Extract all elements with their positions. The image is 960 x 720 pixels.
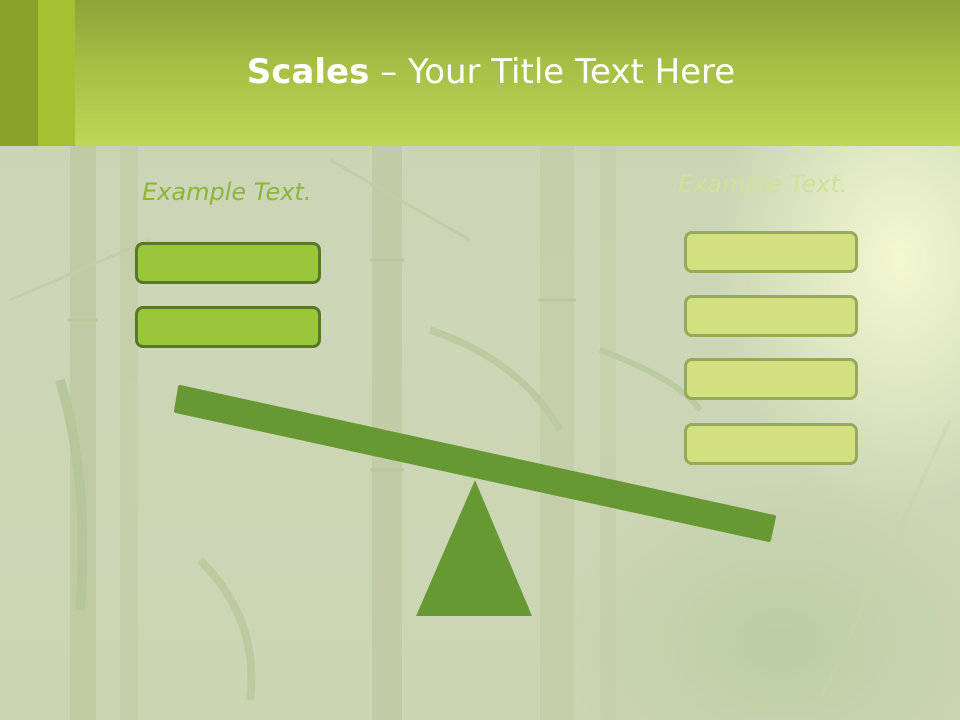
right-weight-box-4 bbox=[684, 423, 858, 465]
title-bold: Scales bbox=[246, 52, 370, 92]
scale-beam bbox=[174, 385, 776, 542]
accent-stripe-dark bbox=[0, 0, 38, 146]
fulcrum-triangle bbox=[416, 480, 532, 616]
left-pan-label: Example Text. bbox=[142, 178, 312, 206]
right-pan-label: Example Text. bbox=[678, 170, 848, 198]
right-weight-box-1 bbox=[684, 231, 858, 273]
left-weight-box-1 bbox=[135, 242, 321, 284]
accent-stripe-light bbox=[38, 0, 75, 146]
right-weight-box-3 bbox=[684, 358, 858, 400]
right-weight-box-2 bbox=[684, 295, 858, 337]
slide-title: Scales – Your Title Text Here bbox=[0, 52, 960, 92]
title-rest: – Your Title Text Here bbox=[369, 52, 736, 92]
left-weight-box-2 bbox=[135, 306, 321, 348]
title-band: Scales – Your Title Text Here bbox=[0, 0, 960, 146]
